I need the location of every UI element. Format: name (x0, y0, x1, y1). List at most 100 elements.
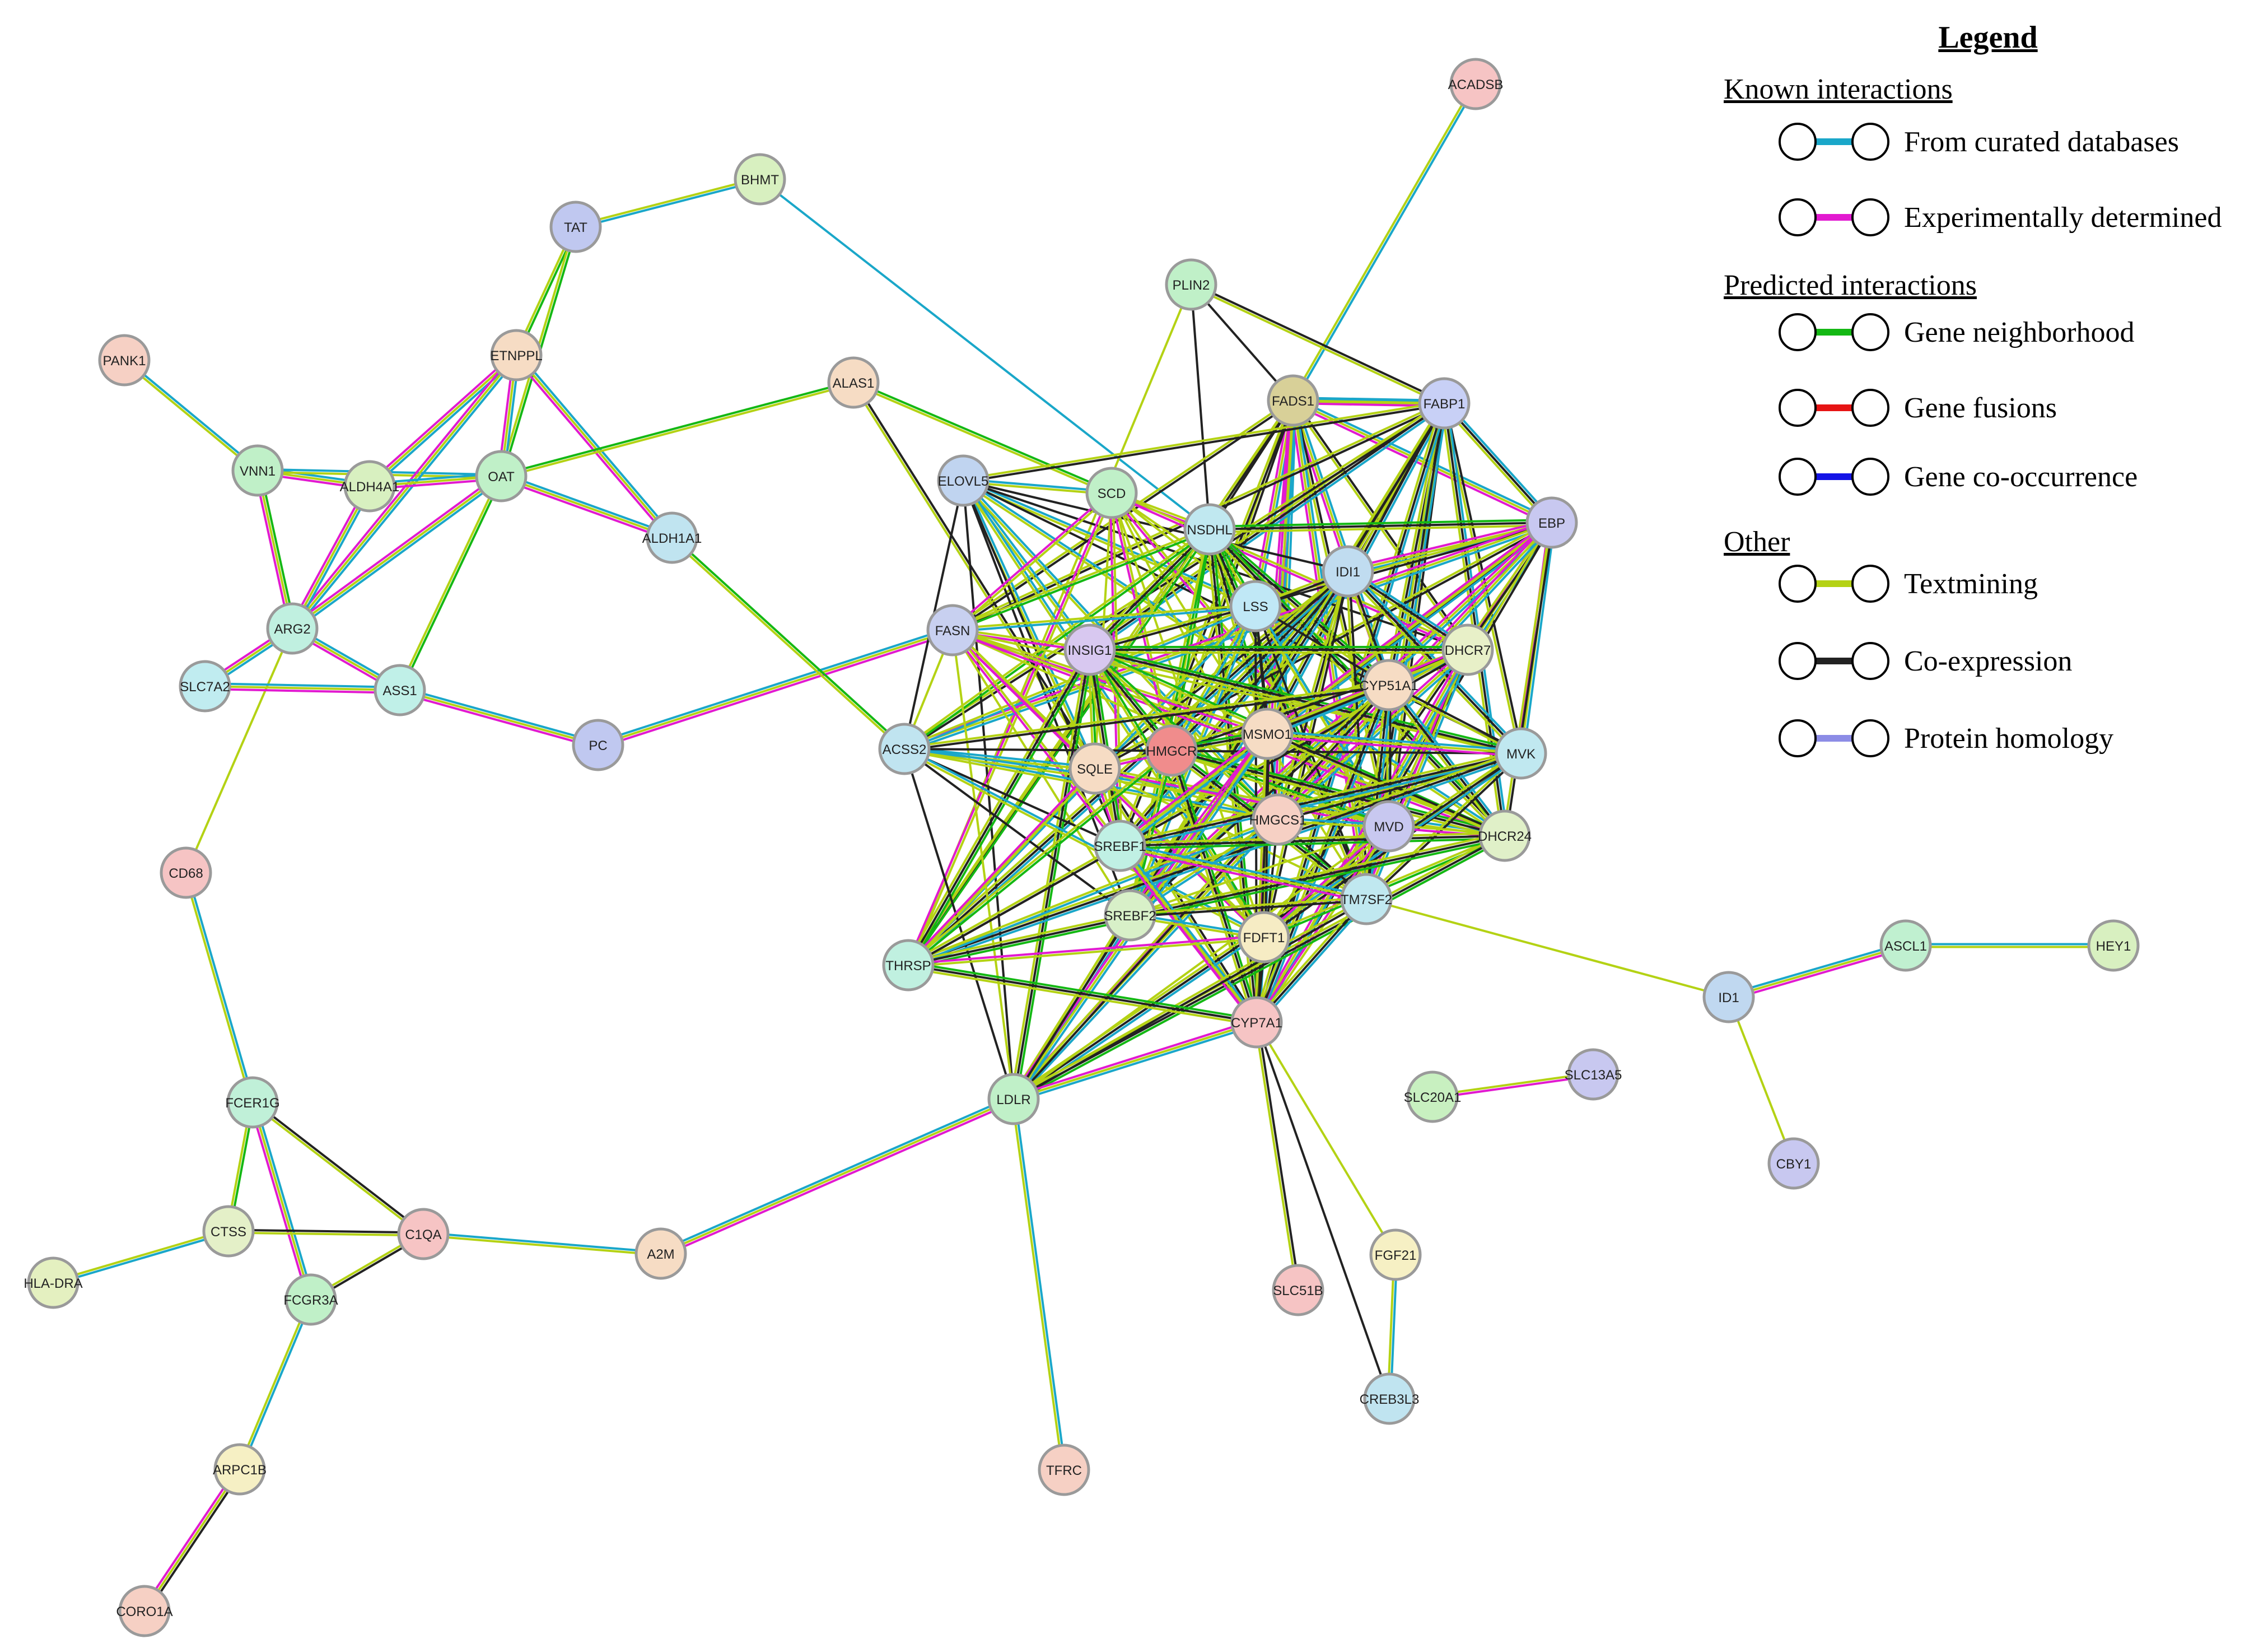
node-circle-creb3l3[interactable] (1363, 1372, 1416, 1425)
node-circle-tat[interactable] (549, 201, 602, 253)
node-circle-slc7a2[interactable] (179, 660, 231, 713)
node-circle-dhcr24[interactable] (1478, 809, 1531, 862)
node-circle-acadsb[interactable] (1449, 58, 1502, 110)
node-circle-fabp1[interactable] (1418, 377, 1471, 430)
node-fgf21[interactable]: FGF21 (1369, 1228, 1422, 1281)
node-tat[interactable]: TAT (549, 201, 602, 253)
node-circle-hla-dra[interactable] (27, 1256, 80, 1309)
node-hmgcs1[interactable]: HMGCS1 (1249, 793, 1307, 846)
node-dhcr24[interactable]: DHCR24 (1478, 809, 1532, 862)
node-plin2[interactable]: PLIN2 (1165, 258, 1217, 311)
node-arpc1b[interactable]: ARPC1B (213, 1443, 267, 1496)
node-ctss[interactable]: CTSS (202, 1205, 255, 1258)
node-circle-plin2[interactable] (1165, 258, 1217, 311)
node-circle-sqle[interactable] (1068, 742, 1121, 795)
node-hey1[interactable]: HEY1 (2087, 919, 2140, 972)
node-sqle[interactable]: SQLE (1068, 742, 1121, 795)
node-circle-lss[interactable] (1229, 580, 1282, 632)
node-a2m[interactable]: A2M (634, 1227, 687, 1280)
node-creb3l3[interactable]: CREB3L3 (1360, 1372, 1420, 1425)
node-thrsp[interactable]: THRSP (882, 939, 935, 991)
node-elovl5[interactable]: ELOVL5 (937, 454, 990, 507)
node-circle-idi1[interactable] (1322, 545, 1374, 598)
node-circle-fads1[interactable] (1267, 374, 1319, 427)
node-c1qa[interactable]: C1QA (397, 1208, 450, 1260)
node-circle-cyp7a1[interactable] (1230, 996, 1283, 1049)
node-circle-vnn1[interactable] (231, 444, 284, 497)
node-circle-id1[interactable] (1702, 971, 1755, 1023)
node-circle-ascl1[interactable] (1879, 919, 1932, 972)
node-bhmt[interactable]: BHMT (734, 153, 786, 206)
node-circle-coro1a[interactable] (118, 1585, 171, 1637)
node-fasn[interactable]: FASN (926, 604, 979, 657)
node-circle-cby1[interactable] (1767, 1137, 1820, 1190)
node-circle-etnppl[interactable] (490, 329, 543, 381)
node-fabp1[interactable]: FABP1 (1418, 377, 1471, 430)
node-acadsb[interactable]: ACADSB (1448, 58, 1504, 110)
node-fcer1g[interactable]: FCER1G (225, 1076, 280, 1129)
node-fcgr3a[interactable]: FCGR3A (283, 1273, 338, 1326)
node-slc13a5[interactable]: SLC13A5 (1565, 1048, 1622, 1101)
node-pank1[interactable]: PANK1 (98, 334, 151, 387)
node-circle-ass1[interactable] (374, 664, 426, 716)
node-ldlr[interactable]: LDLR (987, 1073, 1040, 1125)
node-circle-pank1[interactable] (98, 334, 151, 387)
node-aldh1a1[interactable]: ALDH1A1 (642, 511, 702, 564)
node-circle-tfrc[interactable] (1038, 1444, 1090, 1496)
node-circle-slc20a1[interactable] (1406, 1070, 1459, 1123)
node-circle-arg2[interactable] (266, 602, 319, 655)
node-circle-cyp51a1[interactable] (1362, 659, 1415, 711)
node-ascl1[interactable]: ASCL1 (1879, 919, 1932, 972)
node-circle-hmgcs1[interactable] (1252, 793, 1304, 846)
node-circle-ldlr[interactable] (987, 1073, 1040, 1125)
node-mvd[interactable]: MVD (1362, 800, 1415, 853)
node-circle-hey1[interactable] (2087, 919, 2140, 972)
node-srebf2[interactable]: SREBF2 (1104, 889, 1156, 942)
node-circle-dhcr7[interactable] (1441, 623, 1494, 676)
node-insig1[interactable]: INSIG1 (1063, 623, 1116, 676)
node-fdft1[interactable]: FDFT1 (1238, 911, 1290, 963)
node-circle-fasn[interactable] (926, 604, 979, 657)
node-pc[interactable]: PC (572, 719, 624, 771)
node-circle-mvd[interactable] (1362, 800, 1415, 853)
node-arg2[interactable]: ARG2 (266, 602, 319, 655)
node-coro1a[interactable]: CORO1A (116, 1585, 173, 1637)
node-alas1[interactable]: ALAS1 (827, 356, 880, 409)
node-msmo1[interactable]: MSMO1 (1241, 707, 1294, 760)
node-cby1[interactable]: CBY1 (1767, 1137, 1820, 1190)
node-acss2[interactable]: ACSS2 (878, 723, 931, 775)
node-circle-hmgcr[interactable] (1145, 724, 1198, 777)
node-circle-tm7sf2[interactable] (1340, 873, 1393, 925)
node-idi1[interactable]: IDI1 (1322, 545, 1374, 598)
node-aldh4a1[interactable]: ALDH4A1 (340, 460, 400, 513)
node-circle-msmo1[interactable] (1241, 707, 1294, 760)
node-circle-elovl5[interactable] (937, 454, 990, 507)
node-circle-nsdhl[interactable] (1183, 503, 1236, 556)
node-tfrc[interactable]: TFRC (1038, 1444, 1090, 1496)
node-circle-ctss[interactable] (202, 1205, 255, 1258)
node-oat[interactable]: OAT (475, 450, 528, 502)
node-circle-c1qa[interactable] (397, 1208, 450, 1260)
node-circle-acss2[interactable] (878, 723, 931, 775)
node-circle-mvk[interactable] (1495, 727, 1547, 780)
node-vnn1[interactable]: VNN1 (231, 444, 284, 497)
node-srebf1[interactable]: SREBF1 (1094, 820, 1146, 872)
node-circle-slc13a5[interactable] (1567, 1048, 1620, 1101)
node-circle-aldh1a1[interactable] (646, 511, 698, 564)
node-cyp51a1[interactable]: CYP51A1 (1359, 659, 1418, 711)
node-cd68[interactable]: CD68 (160, 846, 212, 899)
node-ass1[interactable]: ASS1 (374, 664, 426, 716)
node-fads1[interactable]: FADS1 (1267, 374, 1319, 427)
node-circle-fcgr3a[interactable] (284, 1273, 337, 1326)
node-id1[interactable]: ID1 (1702, 971, 1755, 1023)
node-circle-scd[interactable] (1085, 467, 1138, 519)
node-slc51b[interactable]: SLC51B (1272, 1264, 1324, 1316)
node-hla-dra[interactable]: HLA-DRA (24, 1256, 83, 1309)
node-circle-a2m[interactable] (634, 1227, 687, 1280)
node-circle-srebf2[interactable] (1104, 889, 1156, 942)
node-circle-oat[interactable] (475, 450, 528, 502)
node-circle-arpc1b[interactable] (213, 1443, 266, 1496)
node-dhcr7[interactable]: DHCR7 (1441, 623, 1494, 676)
node-etnppl[interactable]: ETNPPL (490, 329, 543, 381)
node-mvk[interactable]: MVK (1495, 727, 1547, 780)
